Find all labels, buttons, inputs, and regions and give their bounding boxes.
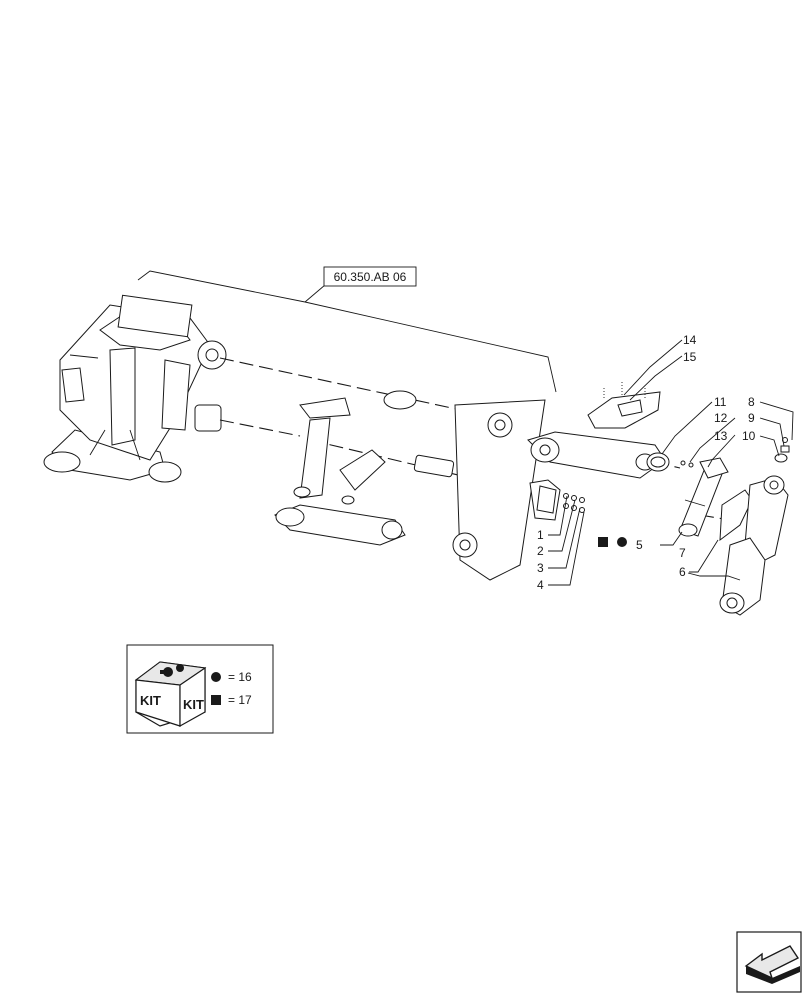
callout-3[interactable]: 3 [537, 561, 544, 575]
kit-legend: KIT KIT = 16 = 17 [126, 644, 274, 734]
lift-arm[interactable] [527, 431, 666, 479]
callout-14[interactable]: 14 [683, 333, 697, 347]
reference-label[interactable]: 60.350.AB 06 [334, 270, 407, 284]
bracket-and-hardware[interactable] [529, 479, 585, 521]
circle-symbol-icon [617, 537, 627, 547]
legend-circle-value: = 16 [228, 670, 252, 684]
cover-plate[interactable] [587, 382, 661, 429]
callout-numbers: 14 15 11 12 13 8 9 10 1 2 3 4 5 7 6 [537, 333, 756, 592]
seal-ring[interactable] [646, 452, 670, 472]
callout-15[interactable]: 15 [683, 350, 697, 364]
reference-bracket: 60.350.AB 06 [137, 266, 557, 393]
legend-square-value: = 17 [228, 693, 252, 707]
callout-11[interactable]: 11 [714, 395, 727, 409]
reference-label-box[interactable] [323, 266, 417, 287]
arrow-next-page-icon[interactable] [736, 931, 802, 993]
callout-leaders [548, 339, 794, 586]
callout-5[interactable]: 5 [636, 538, 643, 552]
callout-1[interactable]: 1 [537, 528, 544, 542]
callout-13[interactable]: 13 [714, 429, 728, 443]
kit-label-left: KIT [140, 693, 161, 708]
left-frame-assembly [43, 294, 227, 483]
callout-7[interactable]: 7 [679, 546, 686, 560]
cross-shaft-assembly [274, 390, 546, 581]
callout-2[interactable]: 2 [537, 544, 544, 558]
callout-10[interactable]: 10 [742, 429, 756, 443]
callout-4[interactable]: 4 [537, 578, 544, 592]
hydraulic-cylinder[interactable] [678, 457, 729, 537]
kit-label-right: KIT [183, 697, 204, 712]
square-symbol-icon [598, 537, 608, 547]
kit-box-icon: KIT KIT [134, 661, 207, 728]
callout-9[interactable]: 9 [748, 411, 755, 425]
legend-square-icon [211, 695, 221, 705]
callout-6[interactable]: 6 [679, 565, 686, 579]
callout-12[interactable]: 12 [714, 411, 728, 425]
callout-8[interactable]: 8 [748, 395, 755, 409]
lift-link[interactable] [719, 475, 789, 616]
legend-circle-icon [211, 672, 221, 682]
